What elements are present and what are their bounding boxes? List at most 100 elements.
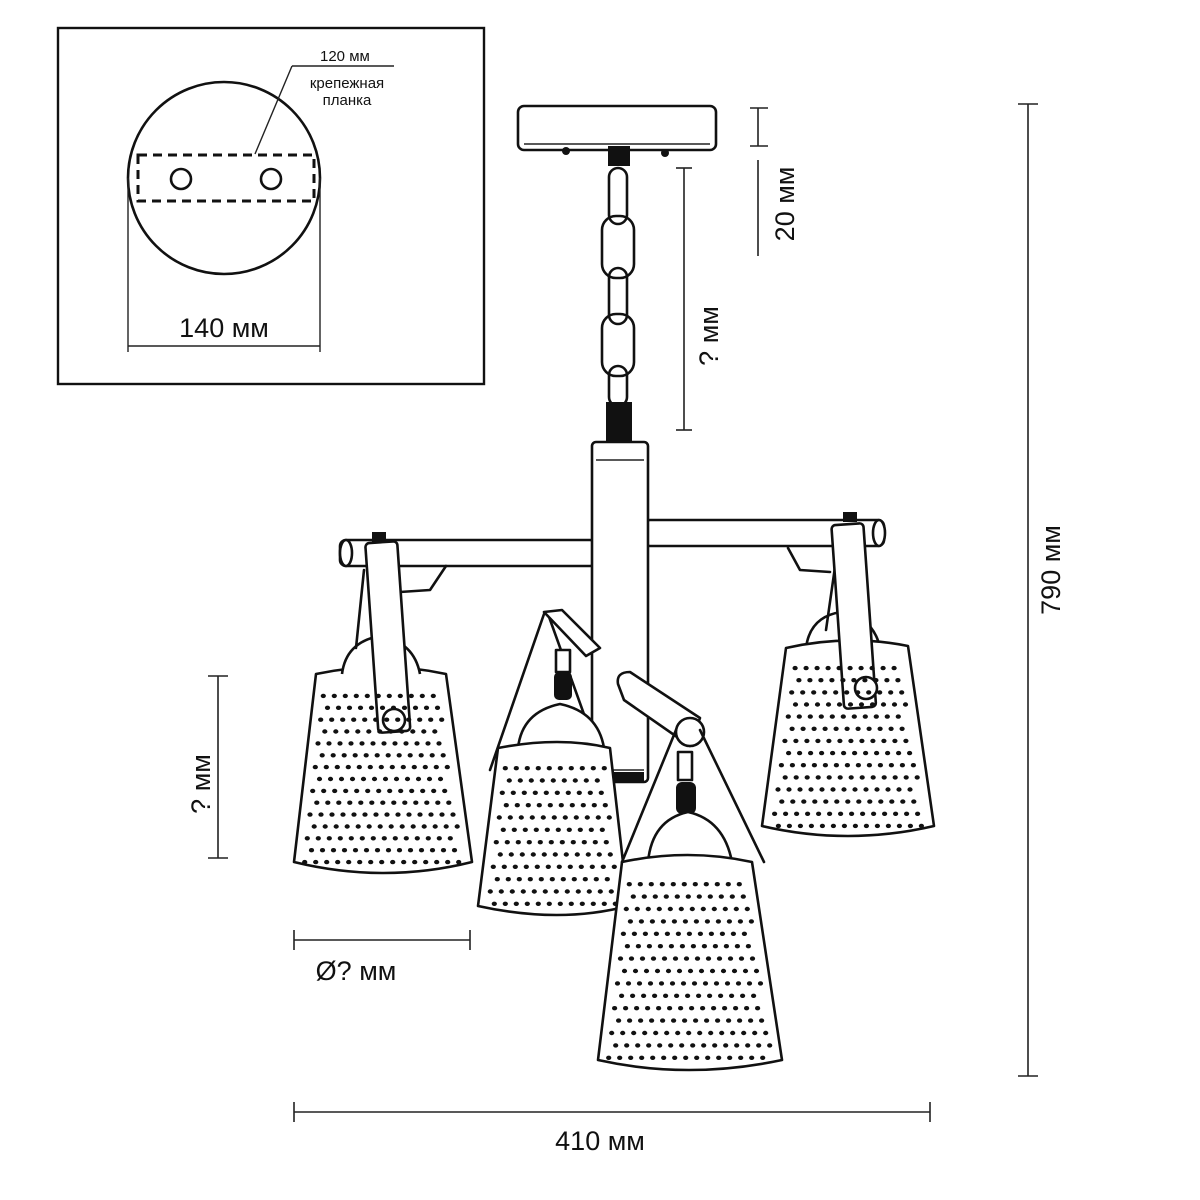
perforation-dot — [815, 775, 821, 780]
perforation-dot — [775, 787, 781, 792]
chain — [600, 166, 636, 442]
perforation-dot — [579, 901, 585, 906]
perforation-dot — [540, 815, 546, 820]
perforation-dot — [734, 944, 741, 949]
perforation-dot — [751, 993, 757, 998]
perforation-dot — [509, 889, 515, 894]
perforation-dot — [384, 812, 390, 817]
perforation-dot — [380, 800, 386, 805]
perforation-dot — [731, 968, 738, 974]
perforation-dot — [324, 705, 331, 710]
perforation-dot — [888, 726, 894, 731]
perforation-dot — [665, 968, 672, 974]
perforation-dot — [902, 702, 909, 707]
perforation-dot — [697, 931, 704, 936]
perforation-dot — [811, 726, 817, 731]
perforation-dot — [811, 763, 818, 768]
perforation-dot — [396, 848, 403, 853]
perforation-dot — [838, 811, 844, 816]
perforation-dot — [833, 726, 839, 731]
perforation-dot — [711, 906, 717, 912]
perforation-dot — [421, 729, 427, 734]
perforation-dot — [346, 859, 352, 865]
perforation-dot — [424, 800, 430, 805]
perforation-dot — [819, 823, 826, 829]
perforation-dot — [414, 741, 420, 746]
perforation-dot — [877, 690, 883, 695]
perforation-dot — [675, 1030, 681, 1036]
perforation-dot — [786, 750, 792, 756]
perforation-dot — [552, 852, 558, 857]
perforation-dot — [523, 864, 529, 869]
perforation-dot — [679, 1043, 685, 1048]
perforation-dot — [789, 690, 795, 695]
perforation-dot — [403, 741, 409, 746]
perforation-dot — [402, 800, 408, 805]
inset-width-label: 140 мм — [179, 313, 269, 343]
perforation-dot — [568, 766, 574, 771]
perforation-dot — [528, 778, 534, 783]
perforation-dot — [595, 815, 601, 820]
perforation-dot — [381, 836, 387, 841]
perforation-dot — [606, 1055, 612, 1061]
perforation-dot — [678, 906, 684, 912]
perforation-dot — [390, 705, 397, 710]
perforation-dot — [371, 776, 378, 782]
perforation-dot — [652, 993, 658, 998]
perforation-dot — [660, 1018, 666, 1023]
perforation-dot — [315, 836, 321, 841]
perforation-dot — [704, 1018, 710, 1023]
perforation-dot — [714, 882, 720, 887]
perforation-dot — [667, 906, 673, 912]
perforation-dot — [634, 906, 640, 912]
perforation-dot — [363, 848, 370, 853]
perforation-dot — [342, 693, 348, 699]
perforation-dot — [694, 1055, 700, 1061]
perforation-dot — [789, 763, 796, 768]
perforation-dot — [760, 1055, 766, 1061]
perforation-dot — [555, 827, 561, 832]
perforation-dot — [366, 824, 372, 829]
arm-right-brace — [786, 546, 832, 574]
perforation-dot — [392, 836, 398, 841]
perforation-dot — [385, 848, 392, 853]
perforation-dot — [700, 906, 706, 912]
perforation-dot — [859, 775, 865, 780]
screw-hole-left — [169, 167, 193, 191]
perforation-dot — [502, 766, 508, 771]
perforation-dot — [313, 859, 319, 865]
perforation-dot — [591, 803, 597, 808]
perforation-dot — [892, 738, 898, 744]
perforation-dot — [719, 1030, 725, 1036]
perforation-dot — [686, 1030, 692, 1036]
perforation-dot — [322, 824, 328, 829]
perforation-dot — [446, 800, 452, 805]
perforation-dot — [782, 738, 788, 744]
perforation-dot — [620, 1030, 626, 1036]
perforation-dot — [641, 894, 647, 899]
perforation-dot — [855, 763, 862, 768]
perforation-dot — [378, 764, 384, 770]
perforation-dot — [803, 702, 810, 707]
perforation-dot — [370, 836, 376, 841]
perforation-dot — [315, 741, 321, 746]
perforation-dot — [537, 840, 543, 845]
perforation-dot — [434, 705, 441, 710]
perforation-dot — [393, 776, 400, 782]
perforation-dot — [569, 803, 575, 808]
chain-hook-top — [608, 146, 630, 166]
perforation-dot — [888, 690, 894, 695]
perforation-dot — [822, 763, 829, 768]
perforation-dot — [614, 981, 621, 986]
perforation-dot — [563, 852, 569, 857]
perforation-dot — [357, 705, 364, 710]
perforation-dot — [565, 790, 571, 795]
perforation-dot — [423, 859, 429, 865]
perforation-dot — [723, 944, 730, 949]
perforation-dot — [529, 815, 535, 820]
chain-hook-bottom — [606, 402, 632, 442]
perforation-dot — [823, 799, 829, 804]
perforation-dot — [797, 787, 803, 792]
perforation-dot — [587, 790, 593, 795]
perforation-dot — [689, 906, 695, 912]
